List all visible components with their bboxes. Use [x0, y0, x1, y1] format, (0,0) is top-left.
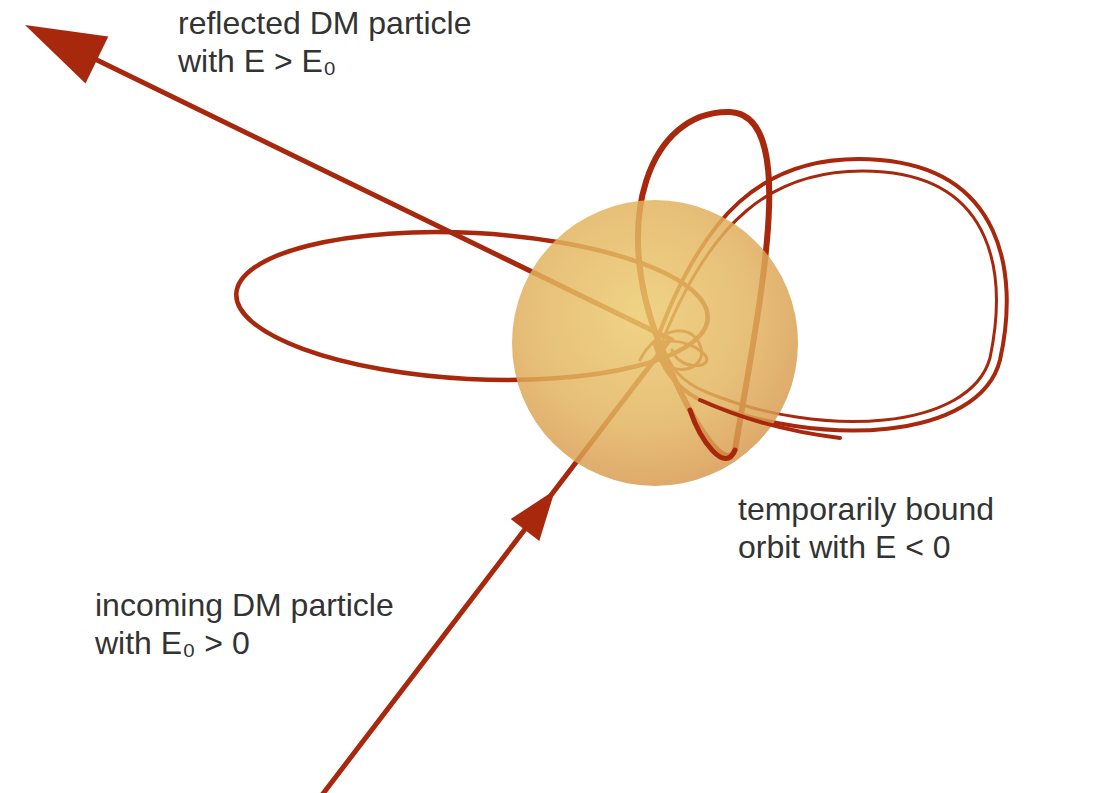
star-sphere [512, 200, 798, 486]
arrowhead [25, 25, 108, 83]
orbit-front [700, 400, 840, 438]
annotation-label: reflected DM particle with E > E₀ [178, 4, 508, 81]
annotation-label: incoming DM particle with E₀ > 0 [95, 586, 425, 663]
orbit-front [690, 410, 735, 459]
annotation-label: temporarily bound orbit with E < 0 [738, 490, 1028, 567]
arrowhead [511, 490, 555, 541]
